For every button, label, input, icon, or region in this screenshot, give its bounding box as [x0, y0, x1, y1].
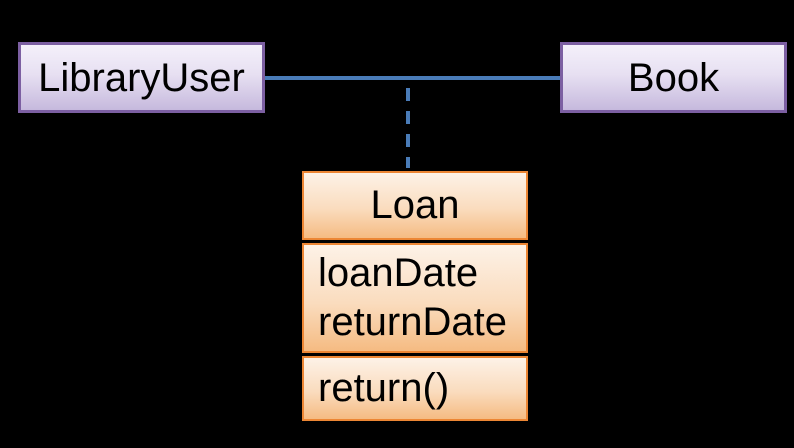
class-name-loan: Loan — [370, 183, 460, 227]
loan-name-compartment: Loan — [302, 171, 528, 240]
class-box-book: Book — [560, 42, 787, 113]
association-class-dashed-line — [406, 88, 410, 168]
loan-attribute-returnDate: returnDate — [318, 300, 507, 344]
association-line-solid — [265, 76, 560, 80]
class-name-book: Book — [627, 55, 720, 100]
loan-attributes-compartment: loanDate returnDate — [302, 243, 528, 353]
class-box-library-user: LibraryUser — [18, 42, 265, 113]
loan-attribute-loanDate: loanDate — [318, 251, 479, 295]
class-name-library-user: LibraryUser — [38, 55, 245, 100]
class-box-loan: Loan loanDate returnDate return() — [302, 171, 528, 421]
loan-method-return: return() — [318, 366, 450, 410]
loan-methods-compartment: return() — [302, 356, 528, 421]
